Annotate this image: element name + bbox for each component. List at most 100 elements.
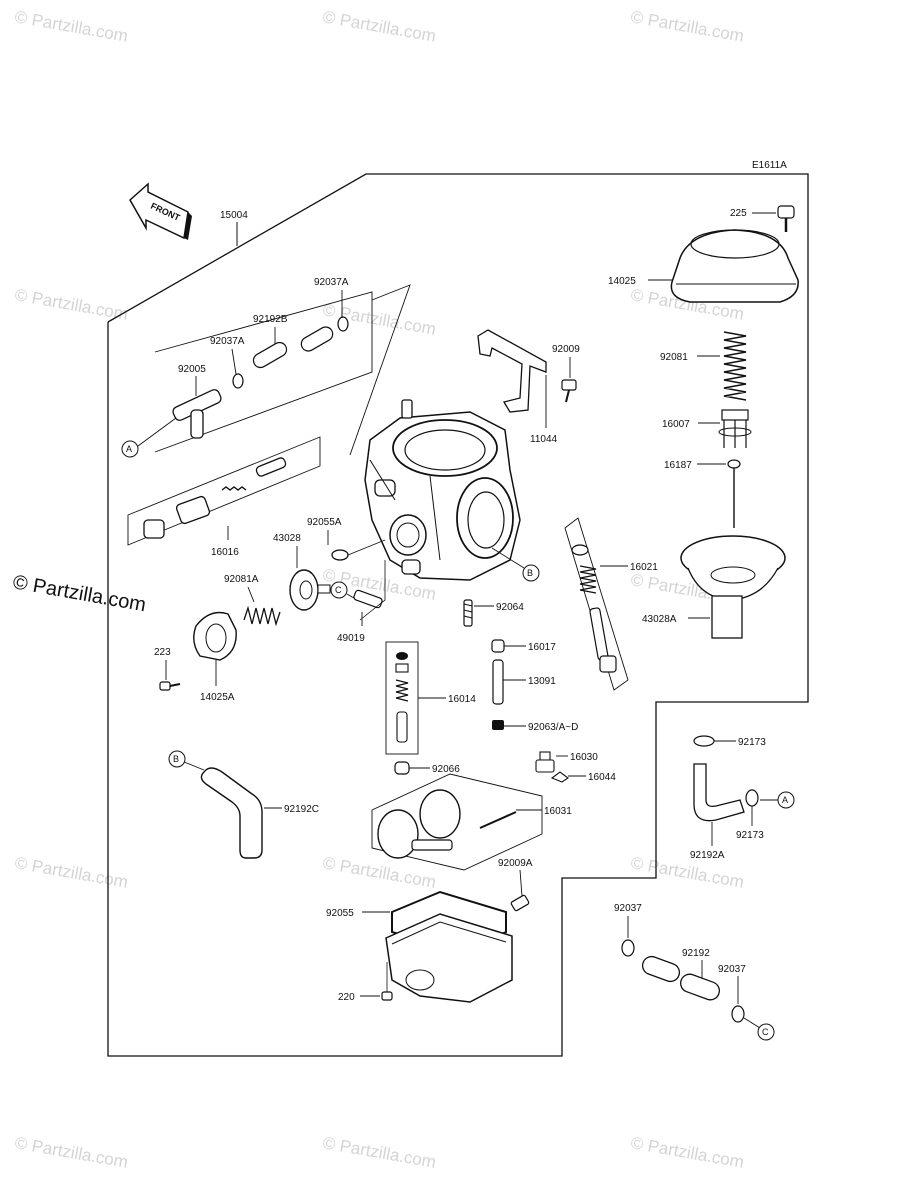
label-16007: 16007 — [662, 419, 690, 430]
label-11044: 11044 — [530, 434, 558, 445]
clip-92173-bottom — [745, 789, 759, 807]
hose-92192c — [200, 767, 263, 859]
label-92173-top: 92173 — [738, 737, 766, 748]
label-13091: 13091 — [528, 676, 556, 687]
label-92037a-top: 92037A — [314, 277, 349, 288]
label-16021: 16021 — [630, 562, 658, 573]
screw-92009 — [561, 379, 577, 403]
gasket-92055 — [391, 890, 507, 954]
label-49019: 49019 — [337, 633, 365, 644]
clip-92037-right — [731, 1005, 745, 1023]
label-15004: 15004 — [220, 210, 248, 221]
label-16044: 16044 — [588, 772, 616, 783]
float-bowl — [385, 913, 513, 1003]
watermark: © Partzilla.com — [629, 853, 745, 892]
label-223: 223 — [154, 647, 171, 658]
label-16014: 16014 — [448, 694, 476, 705]
watermark-main: © Partzilla.com — [11, 571, 148, 616]
plug-92066 — [394, 761, 410, 775]
label-92009a: 92009A — [498, 858, 533, 869]
label-225: 225 — [730, 208, 747, 219]
label-92055: 92055 — [326, 908, 354, 919]
diagram-code: E1611A — [752, 160, 787, 171]
tee-fitting-92005 — [172, 389, 222, 439]
float-valve-16030 — [535, 751, 555, 773]
slow-jet-set-16014 — [395, 652, 409, 743]
callout-b: B — [527, 568, 533, 578]
label-43028: 43028 — [273, 533, 301, 544]
label-92081: 92081 — [660, 352, 688, 363]
label-92081a: 92081A — [224, 574, 259, 585]
screw-225 — [777, 205, 795, 232]
clip-92173-top — [693, 735, 715, 747]
callout-c: C — [335, 585, 342, 595]
watermark: © Partzilla.com — [13, 7, 129, 46]
callout-a-2: A — [782, 795, 788, 805]
watermark: © Partzilla.com — [321, 7, 437, 46]
watermark: © Partzilla.com — [629, 7, 745, 46]
top-cover-14025 — [670, 229, 799, 303]
label-92037a-left: 92037A — [210, 336, 245, 347]
label-92192b: 92192B — [253, 314, 288, 325]
label-43028a: 43028A — [642, 614, 677, 625]
cover-14025a — [193, 611, 237, 661]
watermark: © Partzilla.com — [13, 853, 129, 892]
callout-c-2: C — [762, 1027, 769, 1037]
hose-92192 — [641, 955, 720, 1001]
label-14025: 14025 — [608, 276, 636, 287]
fitting-49019 — [353, 589, 383, 609]
front-arrow-icon: FRONT — [129, 182, 192, 240]
jet-16017 — [491, 639, 505, 653]
carburetor-body — [364, 399, 521, 581]
label-92192c: 92192C — [284, 804, 319, 815]
watermark: © Partzilla.com — [321, 1133, 437, 1172]
watermark: © Partzilla.com — [13, 285, 129, 324]
hose-92192a — [693, 763, 745, 822]
float-16031 — [377, 789, 517, 859]
callout-a: A — [126, 444, 132, 454]
jet-needle-16187 — [727, 459, 741, 528]
label-92055a: 92055A — [307, 517, 342, 528]
label-220: 220 — [338, 992, 355, 1003]
watermarks: © Partzilla.com © Partzilla.com © Partzi… — [11, 7, 745, 1172]
label-92009: 92009 — [552, 344, 580, 355]
pilot-screw-set-16016 — [143, 457, 287, 539]
label-92173-bottom: 92173 — [736, 830, 764, 841]
screw-92064 — [463, 599, 473, 627]
diaphragm-43028 — [289, 569, 331, 611]
spring-92081a — [243, 605, 281, 627]
bracket-11044 — [477, 329, 547, 413]
hose-92192b — [252, 326, 334, 369]
screw-220 — [381, 962, 393, 1001]
label-14025a: 14025A — [200, 692, 235, 703]
callout-b-2: B — [173, 754, 179, 764]
needle-jet-13091 — [492, 659, 504, 705]
label-16187: 16187 — [664, 460, 692, 471]
label-16030: 16030 — [570, 752, 598, 763]
screw-223 — [159, 681, 181, 691]
needle-holder-16007 — [718, 409, 752, 448]
label-92037-right: 92037 — [718, 964, 746, 975]
label-92063: 92063/A~D — [528, 722, 578, 733]
clip-92037-left — [621, 939, 635, 957]
diaphragm-43028a — [680, 535, 786, 639]
label-92192: 92192 — [682, 948, 710, 959]
clip-16044 — [550, 771, 569, 783]
watermark: © Partzilla.com — [629, 1133, 745, 1172]
label-16017: 16017 — [528, 642, 556, 653]
o-ring-92055a — [331, 549, 349, 561]
screw-92009a — [510, 894, 530, 912]
spring-92081 — [723, 331, 747, 401]
label-92064: 92064 — [496, 602, 524, 613]
main-jet-92063 — [492, 720, 504, 730]
needle-valve-16021 — [571, 544, 617, 673]
assembly-outline — [107, 173, 809, 1057]
label-92037-left: 92037 — [614, 903, 642, 914]
label-92192a: 92192A — [690, 850, 725, 861]
label-16031: 16031 — [544, 806, 572, 817]
label-92005: 92005 — [178, 364, 206, 375]
watermark: © Partzilla.com — [13, 1133, 129, 1172]
label-16016: 16016 — [211, 547, 239, 558]
label-92066: 92066 — [432, 764, 460, 775]
